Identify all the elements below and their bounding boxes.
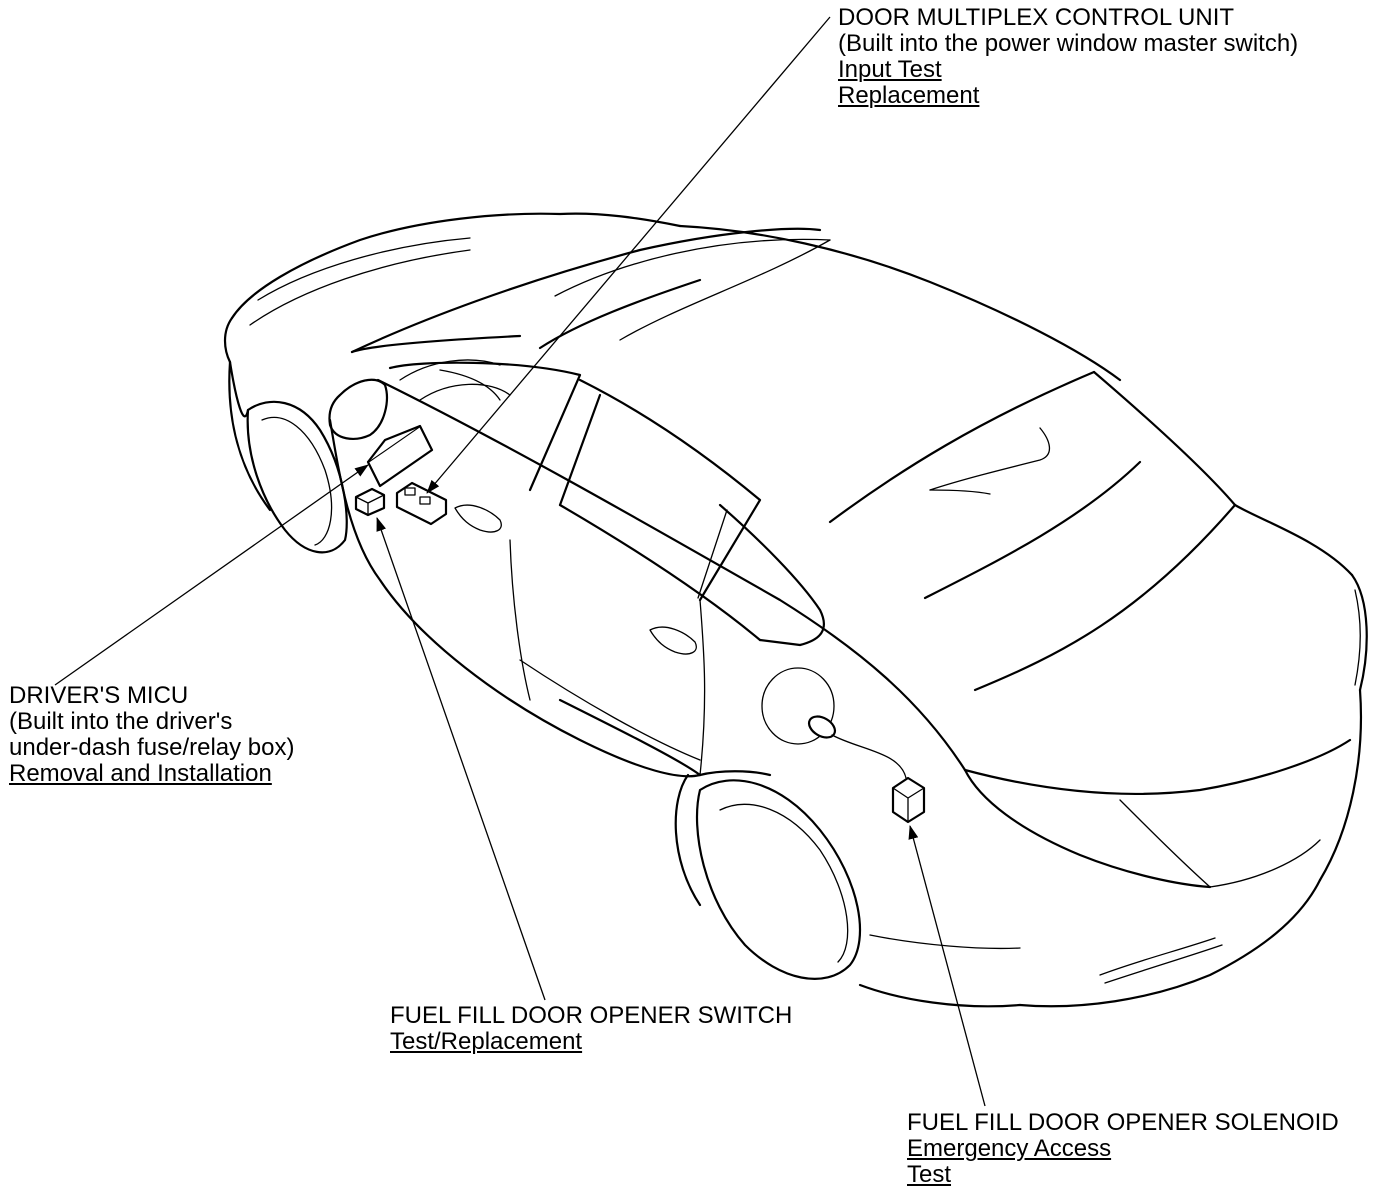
- input-test-link[interactable]: Input Test: [838, 56, 942, 83]
- fuel-solenoid-shape: [891, 776, 926, 824]
- solenoid-test-link[interactable]: Test: [907, 1161, 952, 1188]
- fuel-solenoid-title: FUEL FILL DOOR OPENER SOLENOID: [907, 1109, 1339, 1136]
- drivers-micu-callout: DRIVER'S MICU (Built into the driver's u…: [9, 683, 295, 787]
- fuel-switch-title: FUEL FILL DOOR OPENER SWITCH: [390, 1002, 793, 1029]
- drivers-micu-leader: [54, 464, 369, 686]
- fuel-solenoid-callout: FUEL FILL DOOR OPENER SOLENOID Emergency…: [907, 1110, 1339, 1188]
- test-replacement-link[interactable]: Test/Replacement: [390, 1028, 583, 1055]
- replacement-link[interactable]: Replacement: [838, 82, 980, 109]
- fuel-switch-leader: [376, 517, 546, 1001]
- fuel-switch-shape: [354, 487, 386, 517]
- drivers-micu-title: DRIVER'S MICU: [9, 682, 189, 709]
- fuel-lid-actuator-shape: [807, 715, 907, 779]
- door-multiplex-callout: DOOR MULTIPLEX CONTROL UNIT (Built into …: [838, 5, 1298, 109]
- door-multiplex-title: DOOR MULTIPLEX CONTROL UNIT: [838, 4, 1235, 31]
- drivers-micu-note-line1: (Built into the driver's: [9, 708, 233, 735]
- fuel-switch-callout: FUEL FILL DOOR OPENER SWITCH Test/Replac…: [390, 1003, 792, 1055]
- door-multiplex-leader: [426, 16, 831, 494]
- emergency-access-link[interactable]: Emergency Access: [907, 1135, 1112, 1162]
- drivers-micu-note-line2: under-dash fuse/relay box): [9, 734, 295, 761]
- door-multiplex-note: (Built into the power window master swit…: [838, 30, 1299, 57]
- removal-installation-link[interactable]: Removal and Installation: [9, 760, 272, 787]
- drivers-micu-box-shape: [366, 424, 434, 488]
- door-multiplex-switch-shape: [395, 481, 448, 526]
- car-outline: [223, 212, 1368, 1008]
- fuel-solenoid-leader: [908, 825, 986, 1107]
